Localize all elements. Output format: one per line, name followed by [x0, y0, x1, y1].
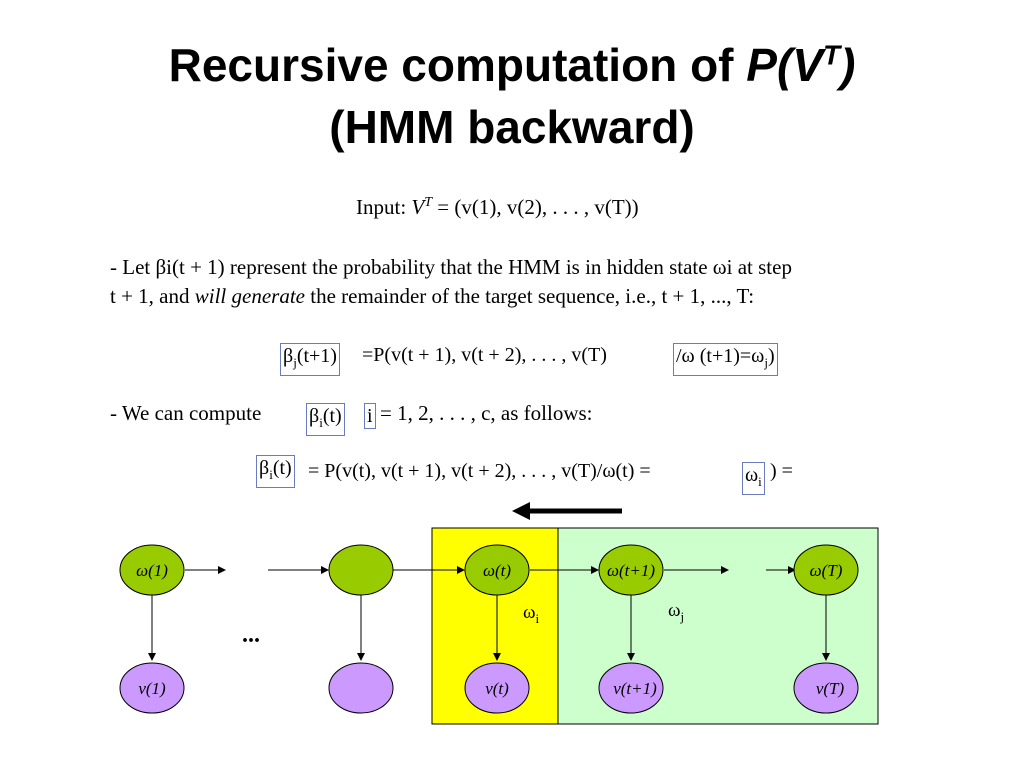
eq1-cond-close: ): [767, 345, 775, 367]
eq1-cond-sub: j: [764, 355, 768, 370]
visible-node-1-label: v(1): [138, 679, 166, 698]
title-close: ): [840, 39, 856, 91]
omega-j-label: ωj: [668, 600, 684, 624]
visible-node-T: v(T): [793, 662, 859, 714]
page-title-line1: Recursive computation of P(VT): [0, 38, 1024, 92]
title-sup: T: [822, 39, 841, 71]
visible-node-T-label: v(T): [816, 679, 845, 698]
hidden-node-t: ω(t): [464, 544, 530, 596]
omega-i-sub: i: [536, 611, 540, 626]
para2-beta: βi(t): [306, 403, 345, 436]
eq2-beta: β: [259, 457, 270, 479]
input-line: Input: VT = (v(1), v(2), . . . , v(T)): [356, 195, 639, 220]
eq2-lhs-rest: (t): [272, 457, 292, 479]
hidden-node-1-label: ω(1): [136, 561, 168, 580]
eq2-omega-sym: ω: [745, 464, 759, 486]
para2-beta-sym: β: [309, 405, 320, 427]
eq2-rhs: = P(v(t), v(t + 1), v(t + 2), . . . , v(…: [308, 460, 651, 482]
eq1-sub: j: [293, 355, 297, 370]
title-text: Recursive computation of: [168, 39, 747, 91]
para1-emphasis: will generate: [194, 284, 305, 308]
omega-j-sub: j: [680, 609, 685, 624]
eq2-omega-sub: i: [758, 474, 762, 489]
para2-beta-sub: i: [319, 415, 323, 430]
para1-text-b: the remainder of the target sequence, i.…: [304, 284, 755, 308]
page-title-line2: (HMM backward): [329, 101, 695, 153]
visible-node-t1-label: v(t+1): [613, 679, 657, 698]
hidden-node-2: [328, 544, 394, 596]
eq2-omega: ωi: [742, 462, 765, 495]
para1-line1: - Let βi(t + 1) represent the probabilit…: [110, 255, 792, 279]
input-label: Input:: [356, 195, 412, 219]
para1-text-a: t + 1, and: [110, 284, 195, 308]
hidden-node-t1-label: ω(t+1): [607, 561, 655, 580]
hidden-node-1: ω(1): [119, 544, 185, 596]
title-italic: P(V: [746, 39, 823, 91]
para2-range: = 1, 2, . . . , c, as follows:: [380, 401, 593, 425]
eq1-beta: β: [283, 345, 294, 367]
eq2-lhs: βi(t): [256, 455, 295, 488]
para2-beta-rest: (t): [322, 405, 342, 427]
eq1-lhs: βj(t+1): [280, 343, 340, 376]
hidden-node-t-label: ω(t): [483, 561, 511, 580]
eq1-condition: /ω (t+1)=ωj): [673, 343, 778, 376]
backward-arrow-icon: [512, 502, 530, 520]
hidden-node-t1: ω(t+1): [598, 544, 664, 596]
eq2-close: ) =: [770, 460, 793, 482]
input-sup: T: [424, 195, 433, 210]
hidden-node-T: ω(T): [793, 544, 859, 596]
para2-prefix: - We can compute: [110, 401, 262, 425]
omega-j-sym: ω: [668, 600, 681, 621]
ellipsis: ...: [242, 622, 260, 648]
visible-node-2: [328, 662, 394, 714]
para2-i: i: [364, 403, 376, 429]
omega-i-label: ωi: [523, 602, 540, 626]
eq1-rhs: =P(v(t + 1), v(t + 2), . . . , v(T): [362, 344, 607, 366]
visible-node-1: v(1): [119, 662, 185, 714]
eq1-lhs-rest: (t+1): [296, 345, 337, 367]
omega-i-sym: ω: [523, 602, 536, 623]
visible-node-t-label: v(t): [485, 679, 509, 698]
para1-line2: t + 1, and will generate the remainder o…: [110, 284, 754, 309]
visible-node-t1: v(t+1): [598, 662, 664, 714]
input-v: V: [411, 195, 425, 219]
hidden-node-T-label: ω(T): [810, 561, 843, 580]
eq2-sub: i: [269, 467, 273, 482]
visible-node-t: v(t): [464, 662, 530, 714]
input-rest: = (v(1), v(2), . . . , v(T)): [432, 195, 639, 219]
eq1-cond-text: /ω (t+1)=ω: [676, 345, 765, 367]
